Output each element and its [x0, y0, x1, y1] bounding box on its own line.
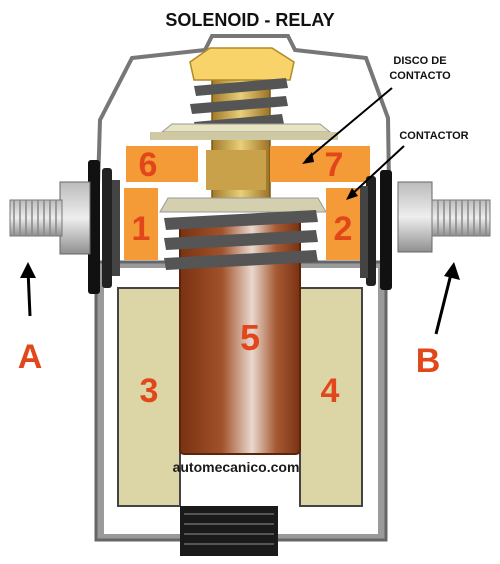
- callout-contactor: CONTACTOR: [399, 130, 468, 142]
- part-label-2: 2: [334, 210, 353, 248]
- callout-disco-arrow: [305, 87, 393, 161]
- contact-bar-right: [270, 146, 370, 182]
- callout-contactor-arrow: [349, 145, 405, 197]
- callout-disco-arrowhead: [302, 152, 314, 164]
- lower-spring: [164, 210, 318, 270]
- callout-disco-line2: CONTACTO: [389, 70, 451, 82]
- contact-disc: [160, 123, 332, 133]
- part-label-4: 4: [321, 372, 340, 410]
- part-label-5: 5: [240, 317, 260, 358]
- callout-disco-line1: DISCO DE: [393, 55, 446, 67]
- arrow-b-shaft: [434, 269, 454, 335]
- left-bolt: [9, 199, 63, 237]
- part-label-3: 3: [140, 372, 159, 410]
- arrow-a-head: [20, 262, 36, 278]
- plunger-mid: [206, 150, 266, 190]
- terminal-label-b: B: [416, 342, 441, 380]
- terminal-contact-right: [326, 188, 360, 260]
- right-terminal-hardware: [360, 170, 433, 290]
- callout-contactor-arrowhead: [346, 188, 358, 200]
- watermark-text: automecanico.com: [173, 459, 300, 475]
- plunger-cap: [189, 47, 295, 81]
- diagram-title: SOLENOID - RELAY: [165, 10, 334, 30]
- part-label-6: 6: [139, 146, 158, 184]
- lower-disc: [159, 197, 327, 213]
- part-label-7: 7: [325, 146, 344, 184]
- bottom-plug: [180, 506, 278, 556]
- terminal-label-a: A: [18, 338, 43, 376]
- housing-cap-outline: [94, 34, 392, 253]
- contact-disc-edge: [150, 132, 338, 140]
- terminal-contact-left: [124, 188, 158, 260]
- arrow-b-head: [444, 262, 460, 280]
- left-terminal-hardware: [59, 160, 120, 294]
- right-bolt: [431, 199, 491, 237]
- coil-winding-right: [299, 287, 363, 507]
- part-label-1: 1: [132, 210, 151, 248]
- contact-bar-left: [126, 146, 198, 182]
